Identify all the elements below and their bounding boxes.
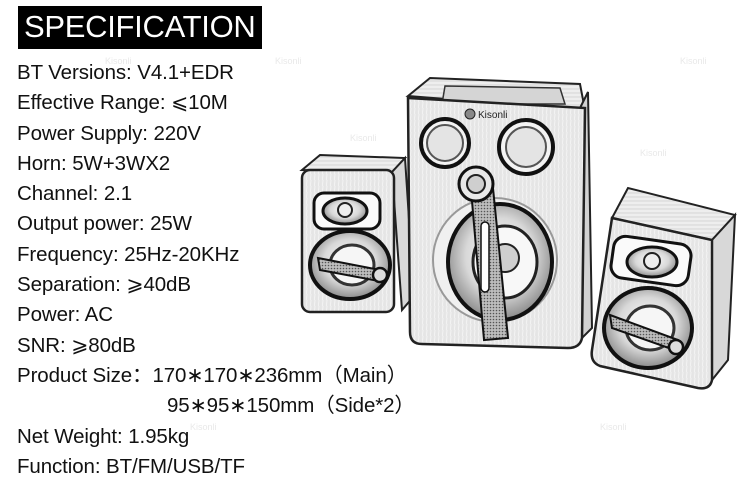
spec-net-weight: Net Weight: 1.95kg [17, 424, 190, 448]
watermark: Kisonli [275, 56, 302, 66]
svg-text:Kisonli: Kisonli [478, 110, 507, 121]
spec-list: BT Versions: V4.1+EDR Effective Range: ⩽… [17, 58, 415, 482]
watermark: Kisonli [640, 148, 667, 158]
spec-channel: Channel: 2.1 [17, 182, 133, 206]
left-satellite-speaker [299, 153, 416, 314]
spec-snr: SNR: ⩾80dB [17, 333, 136, 357]
watermark: Kisonli [105, 56, 132, 66]
spec-title: SPECIFICATION [18, 6, 262, 49]
watermark: Kisonli [350, 133, 377, 143]
spec-power: Power: AC [17, 303, 113, 327]
spec-separation: Separation: ⩾40dB [17, 273, 191, 297]
watermark: Kisonli [190, 422, 217, 432]
watermark: Kisonli [600, 422, 627, 432]
spec-frequency: Frequency: 25Hz-20KHz [17, 242, 240, 266]
spec-power-supply: Power Supply: 220V [17, 121, 201, 145]
watermark: Kisonli [680, 56, 707, 66]
spec-bt-version: BT Versions: V4.1+EDR [17, 61, 234, 84]
spec-product-size: Product Size：170∗170∗236mm（Main） 95∗95∗1… [17, 363, 415, 418]
speaker-product-image: Kisonli [299, 76, 737, 390]
right-satellite-speaker [590, 186, 737, 390]
spec-effective-range: Effective Range: ⩽10M [17, 91, 228, 115]
spec-function: Function: BT/FM/USB/TF [17, 454, 245, 478]
spec-horn: Horn: 5W+3WX2 [17, 151, 171, 175]
brand-logo: Kisonli [464, 108, 507, 121]
spec-output-power: Output power: 25W [17, 212, 192, 236]
main-subwoofer-unit: Kisonli [405, 76, 594, 350]
